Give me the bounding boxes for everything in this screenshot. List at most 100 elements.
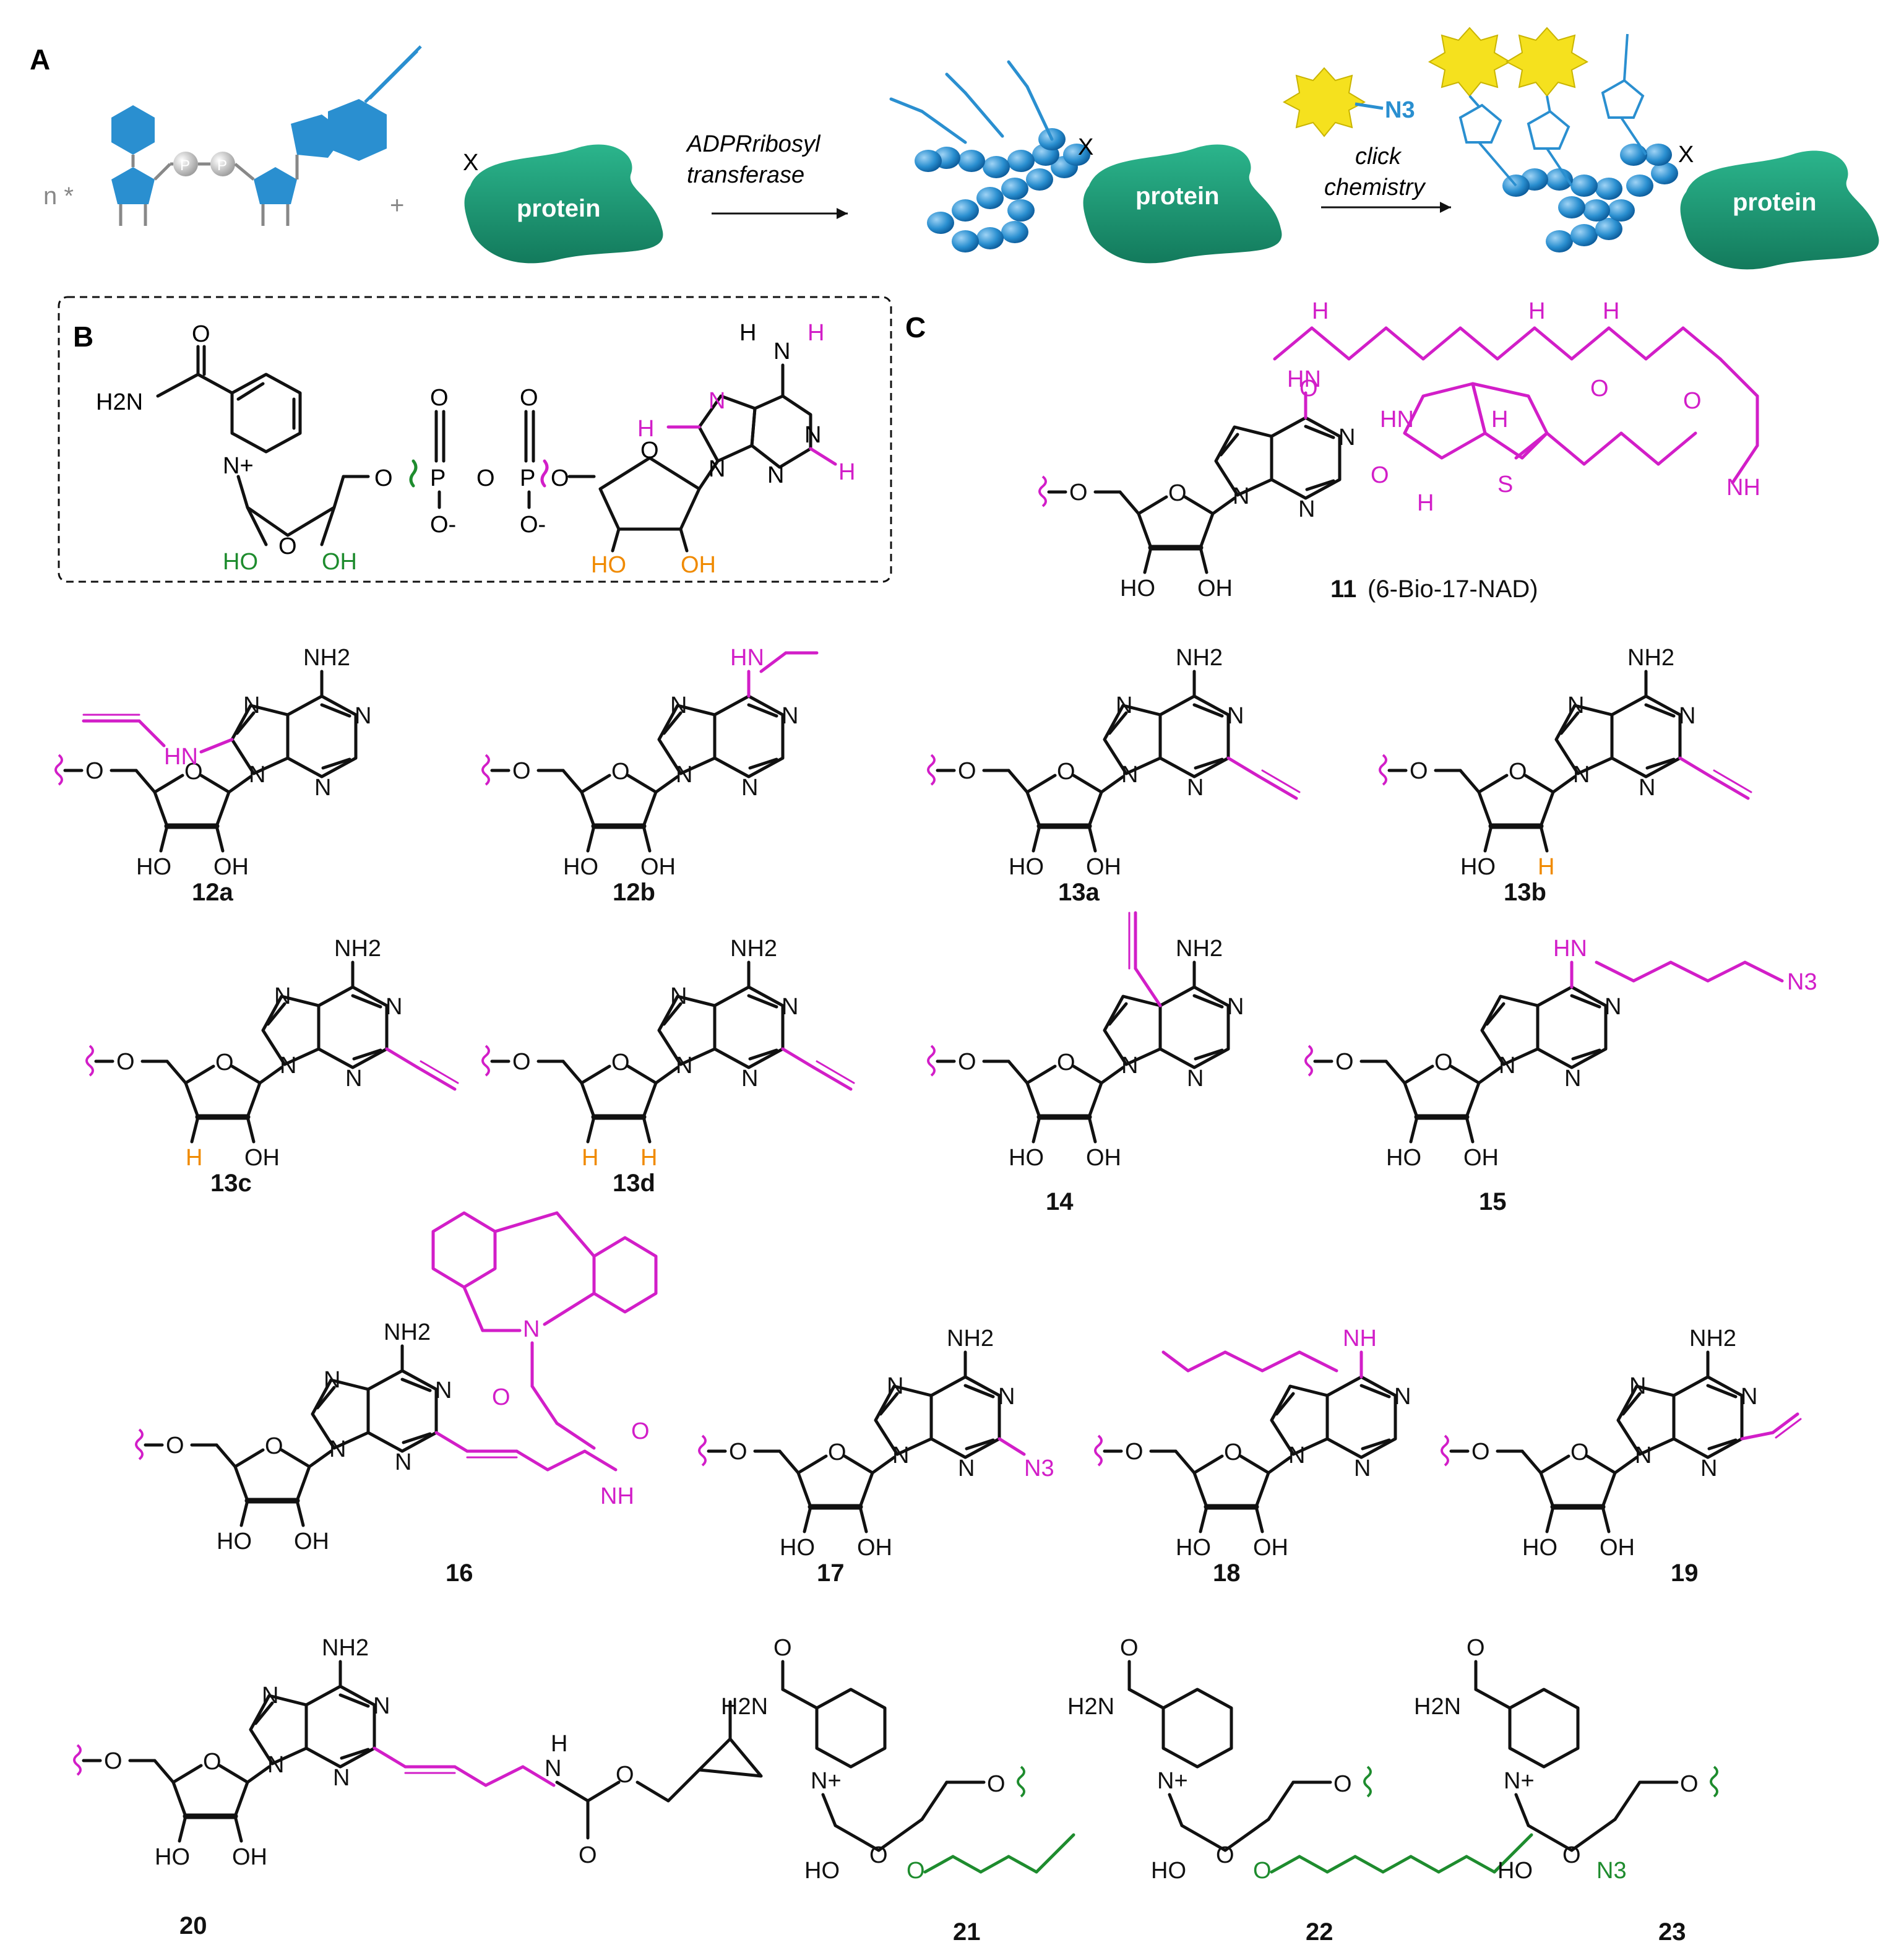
ribose-bond xyxy=(1477,774,1509,794)
imidazole-ring xyxy=(1103,994,1162,1066)
side-chain xyxy=(1632,960,1673,983)
n1: N xyxy=(435,1378,452,1404)
dbco-ring-2 xyxy=(592,1236,658,1314)
attachment-squiggle xyxy=(1017,1766,1025,1798)
alkyne xyxy=(1678,756,1713,778)
biotin-hn: HN xyxy=(1380,407,1414,433)
c3-substituent: HO xyxy=(1120,576,1155,602)
label-13c: 13c xyxy=(210,1170,252,1197)
attachment-squiggle xyxy=(73,1744,82,1776)
ribose-bond xyxy=(1539,1471,1555,1509)
c5-bond xyxy=(1174,1449,1196,1475)
tail xyxy=(1409,1855,1441,1874)
adpr-bead xyxy=(1570,224,1598,246)
c2-bond xyxy=(642,824,652,853)
attachment-squiggle xyxy=(85,1045,94,1077)
amine-label: NH2 xyxy=(1689,1326,1736,1352)
imidazole-ring xyxy=(1270,1384,1329,1456)
adpr-bead xyxy=(1620,144,1647,166)
label-11: 11 xyxy=(1330,576,1356,603)
label-23: 23 xyxy=(1658,1918,1686,1946)
protein-3: X protein xyxy=(1678,142,1879,270)
n7: N xyxy=(670,692,687,718)
dbco-chain xyxy=(530,1384,559,1425)
ribose-bond xyxy=(171,1780,187,1818)
vinyl xyxy=(1771,1412,1799,1434)
side-chain xyxy=(1186,1350,1227,1373)
panel-b-label: B xyxy=(73,321,93,353)
ring-oxygen: O xyxy=(1434,1050,1453,1076)
n7: N xyxy=(887,1373,903,1399)
c3-bond xyxy=(1199,1505,1208,1533)
ade-h2: H xyxy=(838,459,855,485)
ring-oxygen: O xyxy=(1057,1050,1075,1076)
c2-substituent: H xyxy=(1538,854,1554,880)
ribose-o5: O xyxy=(1333,1771,1352,1797)
c2-bond xyxy=(1087,1115,1097,1144)
pyridinium-ring xyxy=(815,1688,887,1769)
ribose-bond xyxy=(184,1064,215,1085)
adpr-bead xyxy=(1651,162,1678,184)
glycosidic-bond xyxy=(246,1765,271,1784)
c2-bond xyxy=(642,1115,652,1144)
double-bond xyxy=(338,1693,370,1708)
alkyne xyxy=(1713,769,1752,793)
pyridinium-ring xyxy=(1161,1688,1233,1769)
n3: N xyxy=(333,1765,350,1791)
ring-oxygen: O xyxy=(828,1439,846,1465)
link-bond xyxy=(1546,147,1573,187)
c2-oh: HO xyxy=(1151,1858,1186,1884)
adpr-bead xyxy=(927,212,954,234)
n3: N xyxy=(958,1456,975,1481)
amine-label: NH2 xyxy=(730,936,777,962)
n9: N xyxy=(1573,762,1590,788)
ribose-bond xyxy=(1087,1081,1103,1119)
ribose-bond xyxy=(295,1465,311,1503)
double-bond xyxy=(1571,1048,1601,1061)
pyrimidine-ring xyxy=(317,985,389,1069)
ribose-bond xyxy=(230,1064,262,1085)
adpr-bead xyxy=(1570,175,1598,197)
adpr-bead xyxy=(952,199,979,222)
glycosidic-bond xyxy=(1267,1456,1292,1475)
label-17: 17 xyxy=(817,1559,845,1587)
adpr-bead xyxy=(1608,199,1635,222)
n9: N xyxy=(280,1053,296,1079)
amine-label: HN xyxy=(1287,366,1321,392)
ribose-bond xyxy=(1025,1081,1041,1119)
ribose xyxy=(1570,1818,1617,1852)
pyrimidine-ring xyxy=(366,1369,438,1453)
attachment-squiggle xyxy=(1094,1434,1103,1467)
ribose-bond xyxy=(280,1448,311,1468)
adenine-hexagon xyxy=(328,99,387,161)
cp-chain xyxy=(666,1768,701,1803)
linker-chain xyxy=(1607,326,1648,361)
ribose-bond xyxy=(1025,790,1041,828)
dbco-bond xyxy=(543,1292,596,1326)
pyrimidine-ring xyxy=(929,1375,1001,1459)
amine-label: NH2 xyxy=(384,1319,431,1345)
chain xyxy=(484,1765,525,1787)
c3-substituent: HO xyxy=(217,1529,252,1555)
n9: N xyxy=(267,1752,284,1778)
c3-substituent: HO xyxy=(136,854,171,880)
c3-bond xyxy=(1545,1505,1555,1533)
nic-ring-o: O xyxy=(278,533,297,559)
double-bond xyxy=(320,703,351,718)
pyridinium-ring xyxy=(1508,1688,1580,1769)
n3: N xyxy=(1639,775,1655,801)
pyrimidine-ring xyxy=(1158,694,1230,778)
biotin-ring-2 xyxy=(1471,382,1549,460)
c2-substituent: OH xyxy=(1600,1535,1635,1561)
c5-bond xyxy=(1118,490,1140,515)
glycosidic-bond xyxy=(1211,496,1236,515)
c5-oxygen: O xyxy=(85,758,104,784)
double-bond xyxy=(1304,425,1335,439)
ribose-bond xyxy=(233,1465,249,1503)
biotin-o: O xyxy=(1371,462,1389,488)
n3: N xyxy=(741,775,758,801)
phosphate-p2-o: O xyxy=(520,385,538,411)
n3: N xyxy=(1564,1066,1581,1092)
nic-ribose xyxy=(320,506,336,546)
